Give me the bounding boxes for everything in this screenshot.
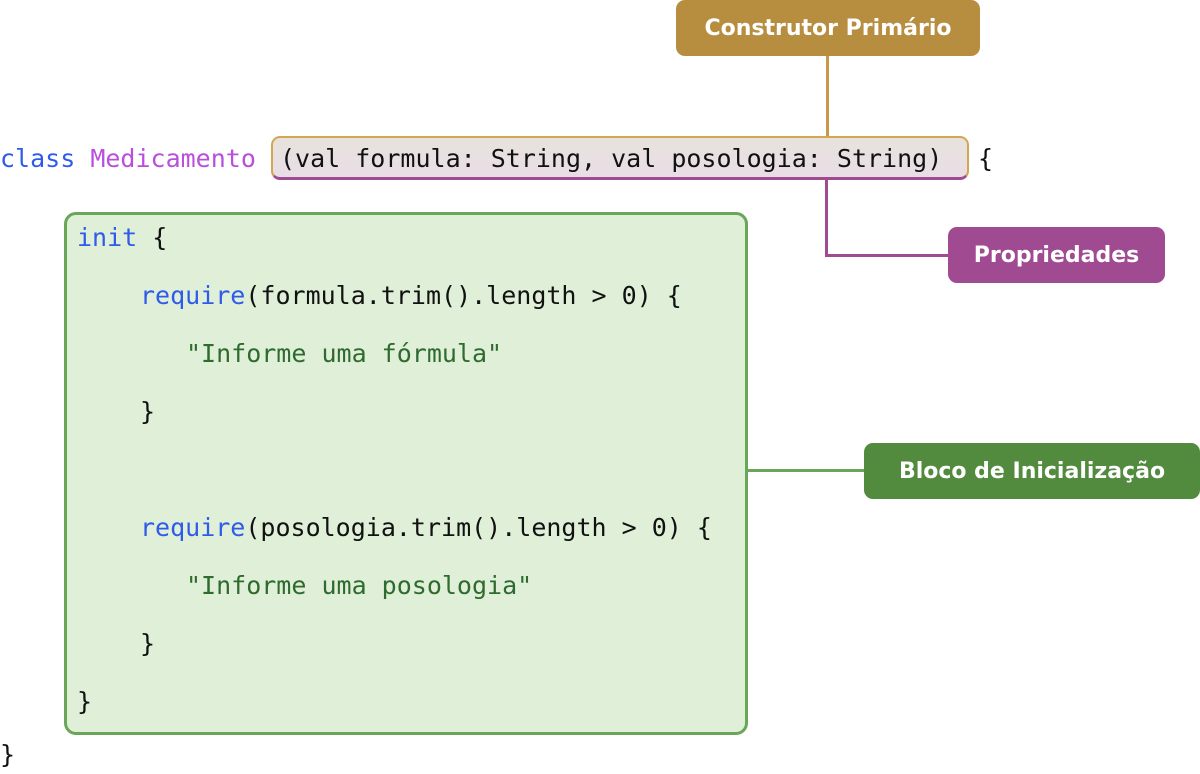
label-init-block: Bloco de Inicialização bbox=[864, 443, 1200, 499]
constructor-highlight bbox=[271, 136, 969, 180]
init-close-brace: } bbox=[77, 687, 93, 716]
keyword-init: init bbox=[77, 223, 138, 252]
init-block-highlight bbox=[64, 212, 748, 735]
init-line: init { bbox=[77, 223, 167, 253]
class-open-brace: { bbox=[978, 144, 994, 173]
class-name: Medicamento bbox=[90, 144, 256, 173]
init-brace: { bbox=[137, 223, 168, 252]
require-condition: (posologia.trim().length > 0) { bbox=[245, 513, 712, 542]
class-close-brace: } bbox=[0, 740, 16, 769]
close-brace: } bbox=[140, 629, 156, 658]
message-posologia: "Informe uma posologia" bbox=[186, 571, 533, 600]
close-brace: } bbox=[140, 397, 156, 426]
properties-connector-vertical bbox=[825, 180, 828, 257]
require-formula-line: require(formula.trim().length > 0) { bbox=[140, 281, 682, 311]
keyword-require: require bbox=[140, 513, 246, 542]
label-primary-constructor: Construtor Primário bbox=[676, 0, 980, 56]
require-posologia-line: require(posologia.trim().length > 0) { bbox=[140, 513, 712, 543]
init-connector bbox=[748, 469, 866, 472]
properties-connector-horizontal bbox=[825, 254, 950, 257]
require-condition: (formula.trim().length > 0) { bbox=[245, 281, 682, 310]
keyword-require: require bbox=[140, 281, 246, 310]
label-properties: Propriedades bbox=[948, 227, 1165, 283]
constructor-params: (val formula: String, val posologia: Str… bbox=[280, 144, 943, 173]
message-formula: "Informe uma fórmula" bbox=[186, 339, 503, 368]
class-declaration: class Medicamento bbox=[0, 144, 256, 174]
constructor-connector bbox=[826, 56, 829, 138]
keyword-class: class bbox=[0, 144, 76, 173]
